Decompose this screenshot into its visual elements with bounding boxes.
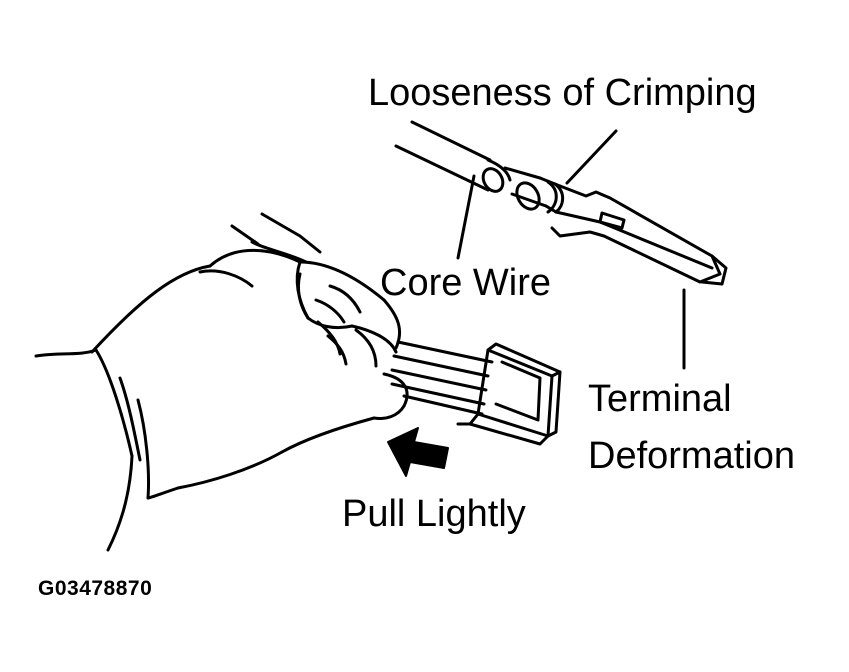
looseness-of-crimping-label: Looseness of Crimping <box>368 72 757 114</box>
terminal-illustration <box>394 120 728 370</box>
core-wire-label: Core Wire <box>380 262 552 304</box>
figure-code-label: G03478870 <box>38 577 153 600</box>
pull-lightly-label: Pull Lightly <box>342 493 526 535</box>
pull-arrow-icon <box>387 427 449 477</box>
terminal-deformation-label-line2: Deformation <box>588 435 795 477</box>
connector-illustration <box>390 340 562 446</box>
hand-illustration <box>34 212 409 552</box>
terminal-deformation-label-line1: Terminal <box>588 378 732 420</box>
